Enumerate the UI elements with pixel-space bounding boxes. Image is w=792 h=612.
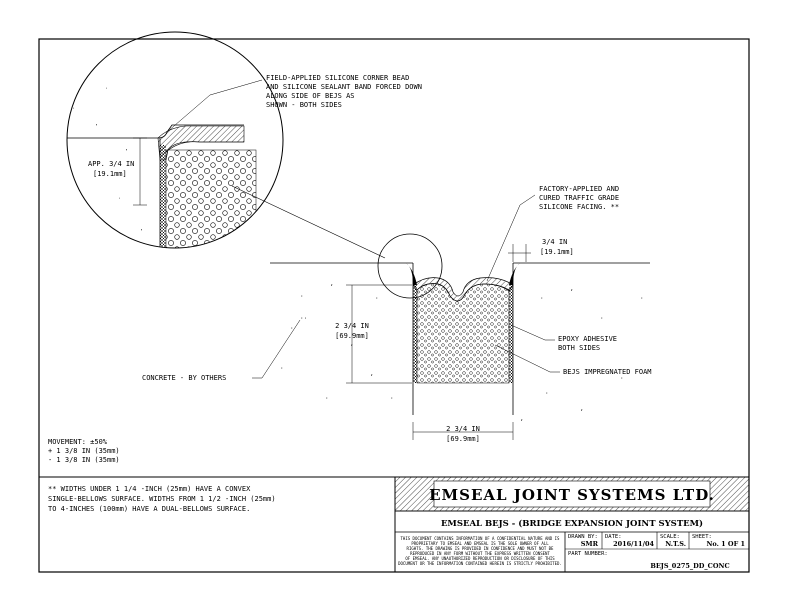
svg-text:,: , <box>140 226 143 232</box>
svg-text:·: · <box>62 156 65 162</box>
svg-text:·: · <box>300 293 304 300</box>
height-dimension-metric: [69.9mm] <box>335 332 369 340</box>
svg-text:·: · <box>390 395 394 402</box>
date-label: DATE: <box>605 534 622 540</box>
enlarged-callout-detail: ·, · · ·, ·, · APP. 3/4 IN [19.1mm] FIELD-A… <box>62 31 422 249</box>
disclaimer-line-3: RIGHTS. THE DRAWING IS PROVIDED IN CONFI… <box>407 546 554 551</box>
svg-text:·: · <box>540 295 544 302</box>
svg-text:·: · <box>90 211 93 217</box>
foam-note-leader <box>494 344 560 373</box>
width-dimension-imperial: 2 3/4 IN <box>446 425 480 433</box>
width-dimension-metric: [69.9mm] <box>446 435 480 443</box>
foam-note: BEJS IMPREGNATED FOAM <box>563 368 652 376</box>
svg-text:,: , <box>125 146 128 152</box>
disclaimer-line-6: DOCUMENT OR THE INFORMATION CONTAINED HE… <box>398 561 562 566</box>
silicone-facing <box>412 277 514 302</box>
movement-heading: MOVEMENT: ±50% <box>48 438 108 446</box>
disclaimer-line-5: OF EMSEAL. ANY UNAUTHORIZED REPRODUCTION… <box>405 556 555 561</box>
facing-note-leader <box>486 194 536 282</box>
svg-text:·: · <box>105 86 108 92</box>
footnote-line-2: SINGLE-BELLOWS SURFACE. WIDTHS FROM 1 1/… <box>48 495 276 503</box>
facing-depth-imperial: 3/4 IN <box>542 238 567 246</box>
svg-text:·: · <box>640 295 644 302</box>
bead-note-line-1: FIELD-APPLIED SILICONE CORNER BEAD <box>266 74 409 82</box>
company-name: EMSEAL JOINT SYSTEMS LTD. <box>429 486 715 504</box>
svg-text:·: · <box>600 315 604 322</box>
footnote-line-3: TO 4-INCHES (100mm) HAVE A DUAL-BELLOWS … <box>48 505 250 513</box>
part-number-value: BEJS_0275_DD_CONC <box>650 562 729 570</box>
scale-value: N.T.S. <box>665 540 686 548</box>
drawn-by-value: SMR <box>581 540 599 548</box>
scale-label: SCALE: <box>660 534 680 540</box>
facing-note-line-2: CURED TRAFFIC GRADE <box>539 194 619 202</box>
epoxy-note-line-1: EPOXY ADHESIVE <box>558 335 617 343</box>
svg-text:··: ·· <box>300 315 307 322</box>
svg-text:·: · <box>118 196 121 202</box>
disclaimer-line-4: REPRODUCED IN ANY FORM WITHOUT THE EXPRE… <box>410 551 550 556</box>
svg-text:,: , <box>520 415 524 422</box>
concrete-note-leader <box>252 319 301 379</box>
facing-note-line-1: FACTORY-APPLIED AND <box>539 185 619 193</box>
svg-text:,: , <box>95 121 98 127</box>
epoxy-note-leader <box>510 324 555 341</box>
callout-reference-circle <box>377 233 443 299</box>
epoxy-note-line-2: BOTH SIDES <box>558 344 600 352</box>
movement-plus: + 1 3/8 IN (35mm) <box>48 447 120 455</box>
date-value: 2016/11/04 <box>613 540 654 548</box>
sheet-border <box>38 38 750 573</box>
bead-note-leader <box>166 79 263 133</box>
concrete-note: CONCRETE - BY OTHERS <box>142 374 226 382</box>
svg-text:·: · <box>375 295 379 302</box>
bead-note-line-3: ALONG SIDE OF BEJS AS <box>266 92 355 100</box>
facing-depth-metric: [19.1mm] <box>540 248 574 256</box>
depth-dimension-imperial: APP. 3/4 IN <box>88 160 134 168</box>
title-block: EMSEAL JOINT SYSTEMS LTD. EMSEAL BEJS - … <box>394 476 750 572</box>
height-dimension-imperial: 2 3/4 IN <box>335 322 369 330</box>
svg-text:·: · <box>325 395 329 402</box>
footnote-line-1: ** WIDTHS UNDER 1 1/4 -INCH (25mm) HAVE … <box>48 485 251 493</box>
disclaimer-line-2: PROPRIETARY TO EMSEAL AND EMSEAL IS THE … <box>411 541 549 546</box>
bead-note-line-4: SHOWN - BOTH SIDES <box>266 101 342 109</box>
movement-minus: - 1 3/8 IN (35mm) <box>48 456 120 464</box>
drawn-by-label: DRAWN BY: <box>568 534 598 540</box>
svg-text:,: , <box>570 285 574 292</box>
sheet-value: No. 1 OF 1 <box>706 540 745 548</box>
product-title: EMSEAL BEJS - (BRIDGE EXPANSION JOINT SY… <box>441 518 703 529</box>
svg-text:·: · <box>620 375 624 382</box>
callout-connector-line <box>231 185 386 259</box>
facing-note-line-3: SILICONE FACING. ** <box>539 203 619 211</box>
disclaimer-line-1: THIS DOCUMENT CONTAINS INFORMATION OF A … <box>401 536 561 541</box>
svg-text:,: , <box>330 280 334 287</box>
svg-text:,: , <box>370 370 374 377</box>
impregnated-foam <box>416 283 510 384</box>
bead-note-line-2: AND SILICONE SEALANT BAND FORCED DOWN <box>266 83 422 91</box>
svg-text:·: · <box>280 365 284 372</box>
svg-text:·: · <box>72 106 75 112</box>
main-joint-section: ·,· ·,·· ·,· ,·· ·,· ··, 3/4 IN [19.1mm]… <box>142 185 652 443</box>
sheet-label: SHEET: <box>692 534 712 540</box>
svg-text:·: · <box>545 390 549 397</box>
part-number-label: PART NUMBER: <box>568 551 608 557</box>
svg-text:·: · <box>290 325 294 332</box>
svg-text:·: · <box>70 181 73 187</box>
svg-text:,: , <box>580 405 584 412</box>
depth-dimension-metric: [19.1mm] <box>93 170 127 178</box>
